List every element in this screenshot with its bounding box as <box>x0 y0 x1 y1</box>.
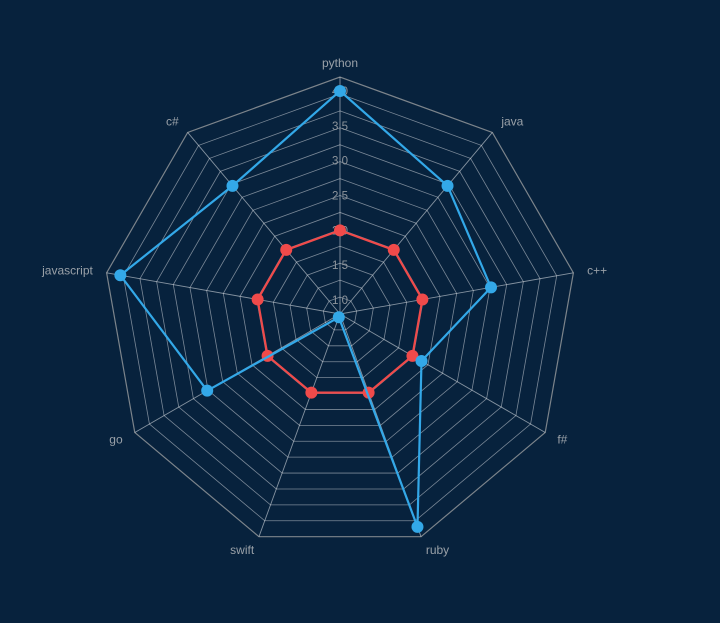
series-2-point-ruby <box>411 520 424 533</box>
grid-ring <box>105 76 575 538</box>
series-2-point-python <box>334 84 346 97</box>
axis-label-javascript: javascript <box>41 263 93 277</box>
spoke-javascript <box>106 272 341 315</box>
series-2-point-java <box>441 179 454 192</box>
grid-ring <box>172 144 508 474</box>
tick-label: 2.5 <box>332 191 348 203</box>
grid-ring <box>222 195 458 426</box>
tick-label: 1.5 <box>332 260 348 272</box>
spoke-java <box>339 132 493 315</box>
grid-ring <box>189 161 491 458</box>
series-1-point-f# <box>406 349 419 362</box>
series-1-point-javascript <box>251 293 264 306</box>
grid-ring <box>156 127 524 490</box>
series-1-point-python <box>334 224 346 237</box>
grid-ring <box>272 245 408 379</box>
axis-label-c++: c++ <box>587 263 607 277</box>
tick-label: 3.5 <box>332 121 348 133</box>
axis-label-java: java <box>500 115 523 129</box>
axis-label-python: python <box>322 56 358 70</box>
grid-ring <box>306 279 374 347</box>
series-2-point-go <box>201 384 214 397</box>
series-1-point-c++ <box>416 293 429 306</box>
axis-label-go: go <box>109 432 123 446</box>
series-1-point-swift <box>305 386 318 399</box>
spoke-c# <box>187 132 341 315</box>
series-2-point-c# <box>226 179 239 192</box>
series-2-point-javascript <box>114 269 127 282</box>
grid-ring <box>289 262 391 363</box>
axis-label-ruby: ruby <box>426 543 449 557</box>
tick-label: 1.0 <box>332 295 348 307</box>
series-1-point-c# <box>280 243 293 256</box>
axis-label-f#: f# <box>557 432 567 446</box>
spoke-f# <box>339 313 546 433</box>
grid-ring <box>206 178 474 442</box>
series-1-line <box>256 229 424 394</box>
series-2-point-f# <box>415 355 428 368</box>
axis-label-swift: swift <box>230 543 255 557</box>
grid-ring <box>139 110 541 506</box>
grid-ring <box>322 296 358 331</box>
tick-label: 3.0 <box>332 156 348 168</box>
axis-label-c#: c# <box>166 115 179 129</box>
grid-ring <box>122 93 558 522</box>
series-1-point-java <box>387 243 400 256</box>
series-2-line <box>119 89 493 528</box>
spoke-swift <box>258 313 341 537</box>
spoke-c++ <box>339 272 574 315</box>
series-2-point-swift <box>332 311 345 324</box>
grid-ring <box>239 212 441 410</box>
series-2-point-c++ <box>485 281 498 294</box>
